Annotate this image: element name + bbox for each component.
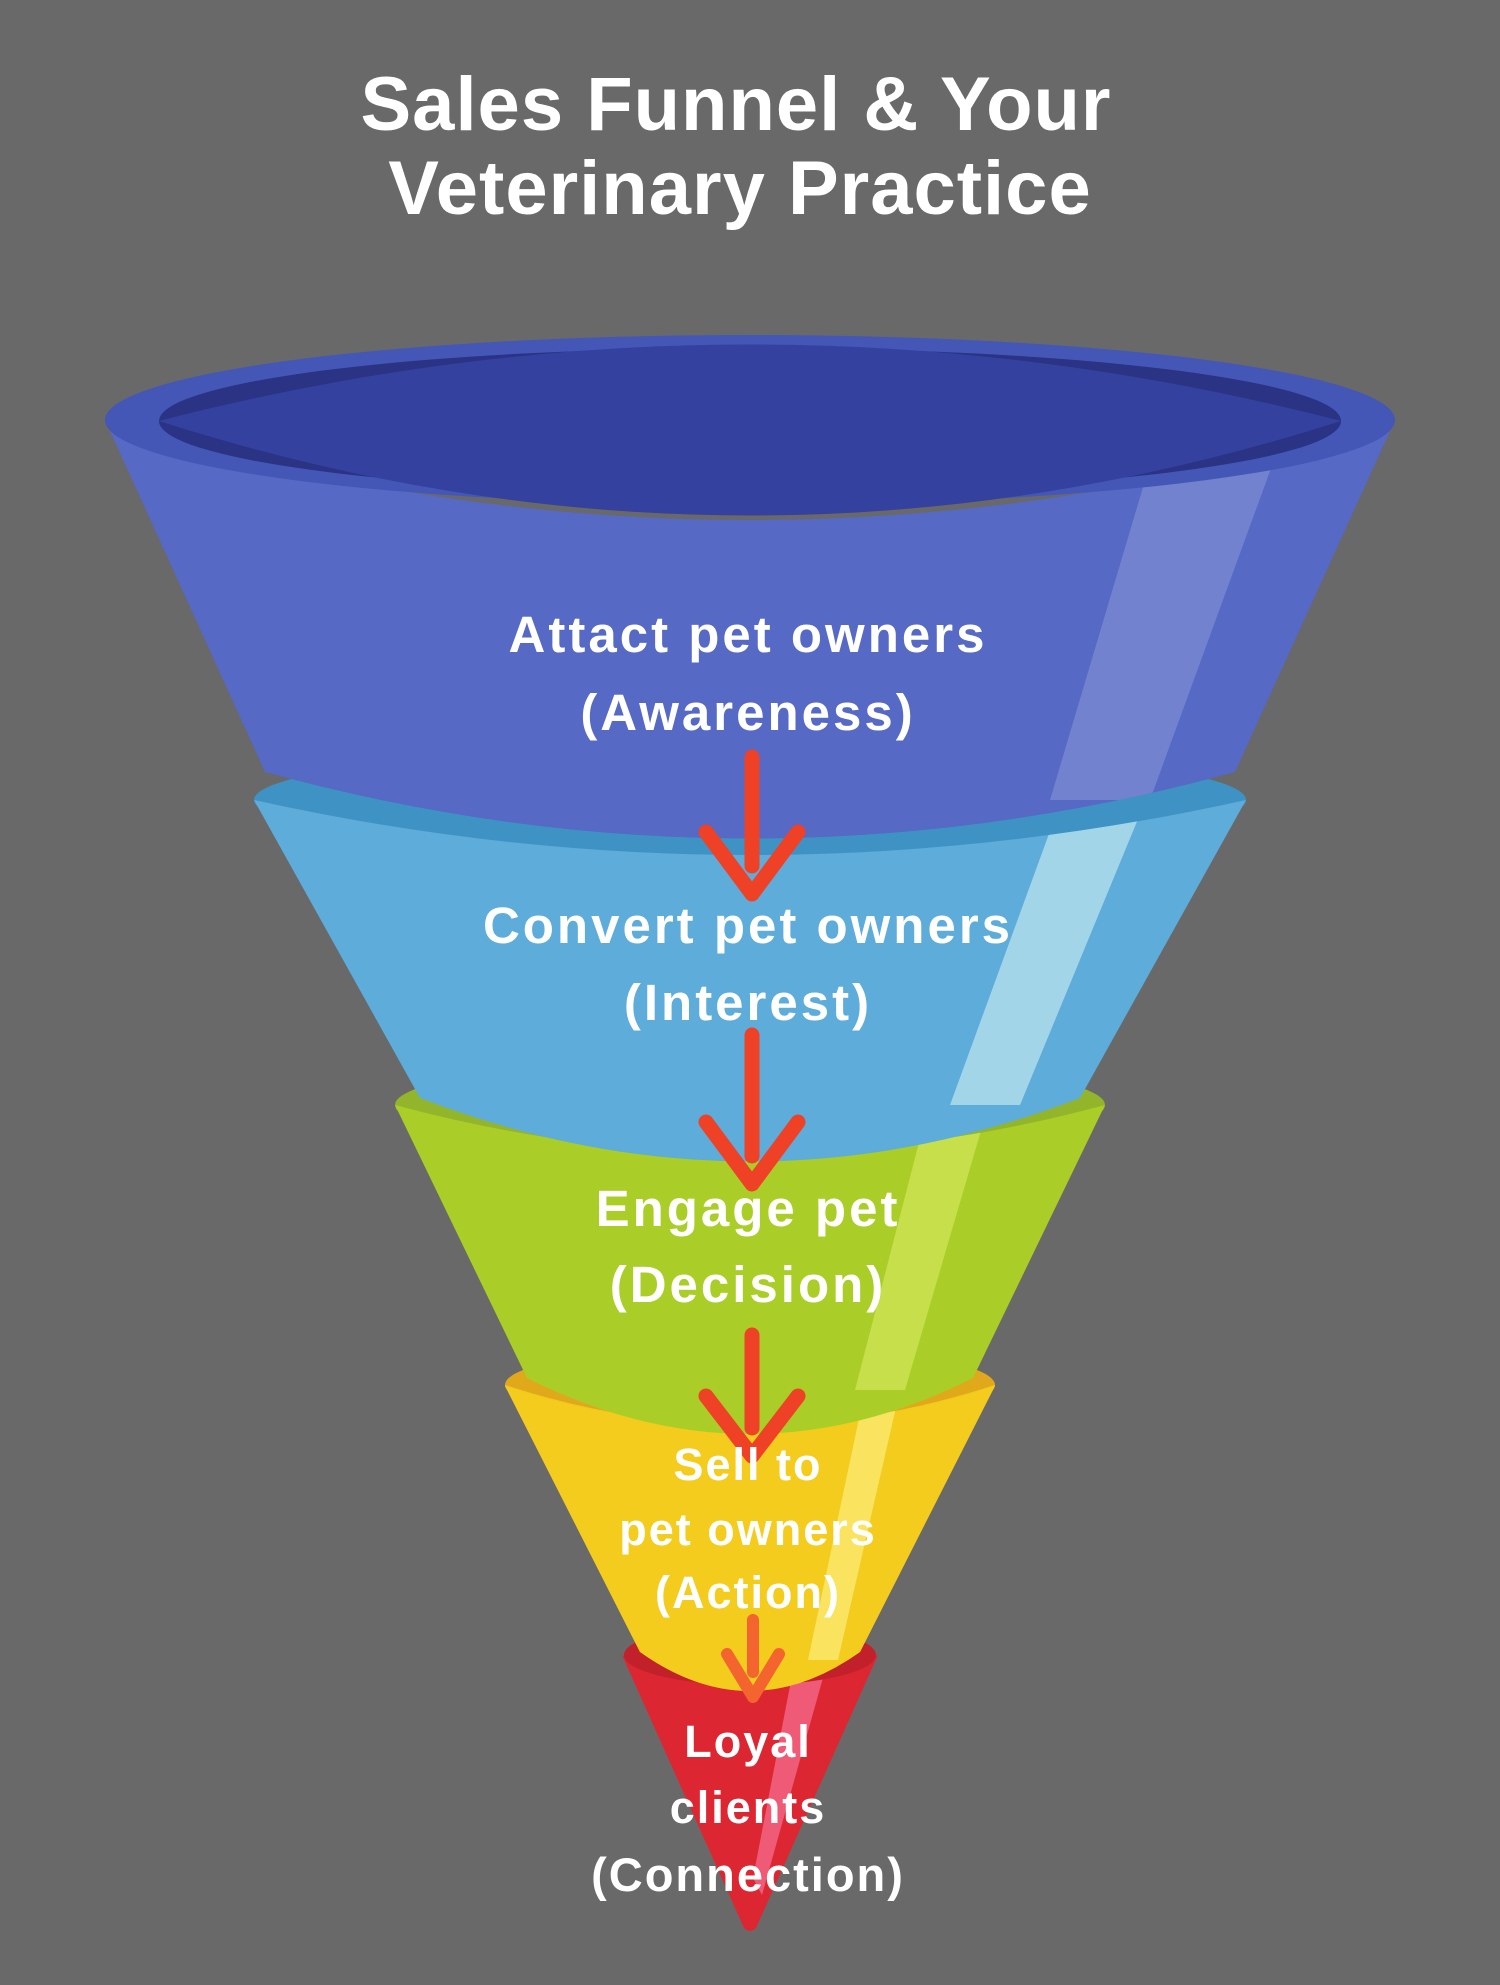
arrow-down-icon-4 — [721, 1614, 785, 1703]
arrow-head-1 — [698, 824, 806, 902]
arrow-head-2 — [698, 1114, 806, 1192]
label-connection-line-3: (Connection) — [591, 1848, 905, 1901]
arrow-head-3 — [698, 1388, 806, 1464]
stage-rim-inner-awareness — [159, 344, 1341, 516]
stage-labels: Attact pet owners (Awareness) Convert pe… — [483, 606, 1013, 1901]
stage-highlight-connection — [753, 1660, 828, 1895]
arrow-down-icon-2 — [698, 1027, 806, 1192]
label-awareness-line-2: (Awareness) — [580, 684, 915, 741]
label-action-line-3: (Action) — [655, 1567, 841, 1618]
label-interest-line-2: (Interest) — [624, 974, 872, 1031]
label-interest-line-1: Convert pet owners — [483, 897, 1013, 954]
label-awareness-line-1: Attact pet owners — [509, 606, 988, 663]
arrow-down-icon-1 — [698, 749, 806, 902]
label-decision-line-2: (Decision) — [610, 1256, 887, 1313]
stage-body-connection — [622, 1655, 878, 1931]
label-decision-line-1: Engage pet — [596, 1180, 901, 1237]
title-block: Sales Funnel & Your Veterinary Practice — [360, 62, 1111, 231]
stage-highlight-action-2 — [808, 1390, 900, 1660]
stage-highlight-interest — [950, 800, 1150, 1105]
funnel-stage-awareness — [105, 335, 1395, 839]
label-action-line-1: Sell to — [673, 1439, 822, 1490]
title-line-2: Veterinary Practice — [388, 146, 1091, 231]
label-action-line-2: pet owners — [619, 1504, 877, 1555]
label-connection-line-1: Loyal — [684, 1716, 812, 1767]
arrow-head-4 — [721, 1648, 785, 1703]
title-line-1: Sales Funnel & Your — [360, 62, 1111, 147]
arrow-down-icon-3 — [698, 1327, 806, 1464]
stage-highlight-decision — [855, 1105, 990, 1390]
label-connection-line-2: clients — [670, 1782, 827, 1833]
stage-highlight-awareness — [1050, 430, 1285, 800]
flow-arrows — [698, 749, 806, 1464]
